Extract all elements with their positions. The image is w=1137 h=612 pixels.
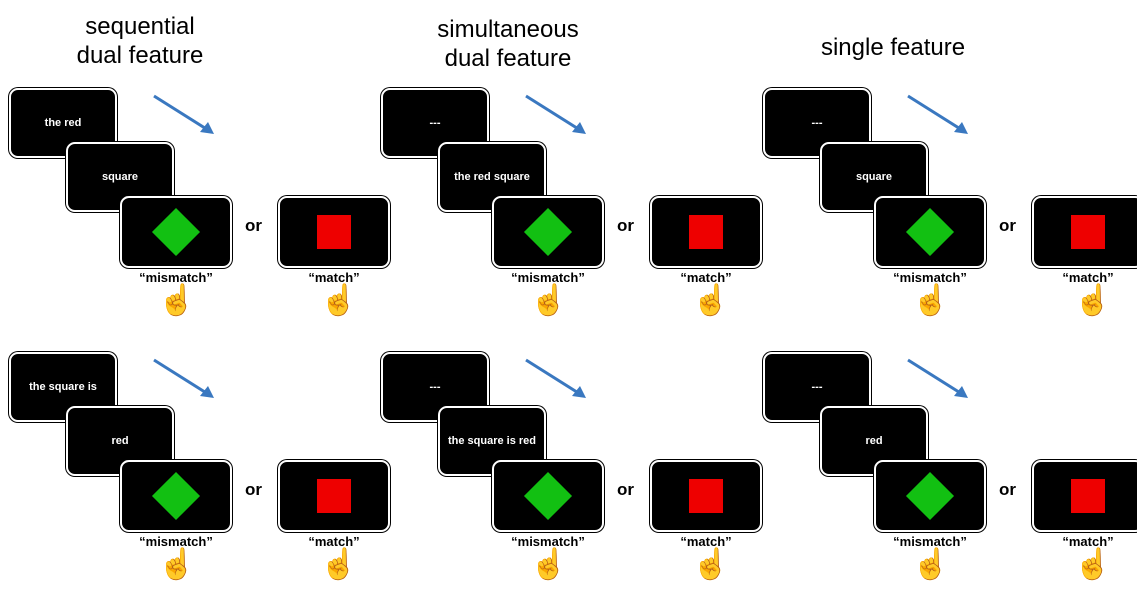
target-screen-mismatch xyxy=(492,196,604,268)
first-screen-text: the red xyxy=(44,117,82,129)
mismatch-label: “mismatch” xyxy=(893,270,967,285)
first-screen-text: --- xyxy=(811,117,823,129)
target-screen-mismatch xyxy=(120,196,232,268)
mismatch-label: “mismatch” xyxy=(511,270,585,285)
trial-panel: --- the square is red or “mismatch” “mat… xyxy=(372,352,762,612)
second-screen-text: square xyxy=(855,171,893,183)
red-square xyxy=(689,215,723,249)
trial-panel: --- the red square or “mismatch” “match”… xyxy=(372,88,762,348)
mismatch-label: “mismatch” xyxy=(139,534,213,549)
trial-panel: the red square or “mismatch” “match” ☝ ☝ xyxy=(0,88,390,348)
green-diamond xyxy=(151,207,201,257)
green-diamond xyxy=(151,471,201,521)
column-title-simultaneous: simultaneous dual feature xyxy=(408,15,608,73)
match-label: “match” xyxy=(308,534,360,549)
column-title-sequential: sequential dual feature xyxy=(40,12,240,70)
or-label: or xyxy=(245,216,262,235)
second-screen-text: square xyxy=(101,171,139,183)
mismatch-label: “mismatch” xyxy=(511,534,585,549)
green-diamond xyxy=(523,471,573,521)
or-label: or xyxy=(617,216,634,235)
pointing-hand-icon: ☝ xyxy=(320,284,358,317)
first-screen-text: --- xyxy=(429,381,441,393)
arrow-icon xyxy=(907,94,968,134)
pointing-hand-icon: ☝ xyxy=(158,548,196,581)
match-label: “match” xyxy=(1062,534,1114,549)
pointing-hand-icon: ☝ xyxy=(530,548,568,581)
target-screen-match xyxy=(650,460,762,532)
trial-panel: --- square or “mismatch” “match” ☝ ☝ xyxy=(754,88,1137,348)
title-line: single feature xyxy=(820,34,966,61)
target-screen-match xyxy=(278,460,390,532)
red-square xyxy=(1071,215,1105,249)
match-label: “match” xyxy=(680,534,732,549)
title-line: sequential xyxy=(85,13,195,40)
target-screen-match xyxy=(1032,460,1137,532)
first-screen-text: --- xyxy=(811,381,823,393)
match-label: “match” xyxy=(680,270,732,285)
pointing-hand-icon: ☝ xyxy=(912,548,950,581)
trial-panel: --- red or “mismatch” “match” ☝ ☝ xyxy=(754,352,1137,612)
pointing-hand-icon: ☝ xyxy=(158,284,196,317)
title-line: dual feature xyxy=(444,45,572,72)
second-screen-text: the square is red xyxy=(447,435,537,447)
second-screen-text: the red square xyxy=(454,171,530,183)
red-square xyxy=(1071,479,1105,513)
trial-panel: the square is red or “mismatch” “match” … xyxy=(0,352,390,612)
red-square xyxy=(689,479,723,513)
second-screen-text: red xyxy=(865,435,883,447)
match-label: “match” xyxy=(308,270,360,285)
pointing-hand-icon: ☝ xyxy=(1074,284,1112,317)
target-screen-mismatch xyxy=(120,460,232,532)
green-diamond xyxy=(905,207,955,257)
mismatch-label: “mismatch” xyxy=(893,534,967,549)
target-screen-match xyxy=(650,196,762,268)
arrow-icon xyxy=(907,358,968,398)
target-screen-match xyxy=(278,196,390,268)
target-screen-mismatch xyxy=(492,460,604,532)
arrow-icon xyxy=(525,94,586,134)
or-label: or xyxy=(999,216,1016,235)
pointing-hand-icon: ☝ xyxy=(1074,548,1112,581)
pointing-hand-icon: ☝ xyxy=(320,548,358,581)
match-label: “match” xyxy=(1062,270,1114,285)
pointing-hand-icon: ☝ xyxy=(912,284,950,317)
pointing-hand-icon: ☝ xyxy=(692,284,730,317)
title-line: simultaneous xyxy=(437,16,579,43)
arrow-icon xyxy=(153,358,214,398)
pointing-hand-icon: ☝ xyxy=(692,548,730,581)
pointing-hand-icon: ☝ xyxy=(530,284,568,317)
green-diamond xyxy=(523,207,573,257)
arrow-icon xyxy=(525,358,586,398)
first-screen-text: --- xyxy=(429,117,441,129)
or-label: or xyxy=(245,480,262,499)
first-screen-text: the square is xyxy=(29,381,97,393)
green-diamond xyxy=(905,471,955,521)
target-screen-match xyxy=(1032,196,1137,268)
or-label: or xyxy=(617,480,634,499)
red-square xyxy=(317,215,351,249)
target-screen-mismatch xyxy=(874,460,986,532)
arrow-icon xyxy=(153,94,214,134)
or-label: or xyxy=(999,480,1016,499)
second-screen-text: red xyxy=(111,435,129,447)
mismatch-label: “mismatch” xyxy=(139,270,213,285)
column-title-single: single feature xyxy=(793,33,993,62)
first-screen: the red xyxy=(9,88,117,158)
target-screen-mismatch xyxy=(874,196,986,268)
red-square xyxy=(317,479,351,513)
title-line: dual feature xyxy=(76,42,204,69)
